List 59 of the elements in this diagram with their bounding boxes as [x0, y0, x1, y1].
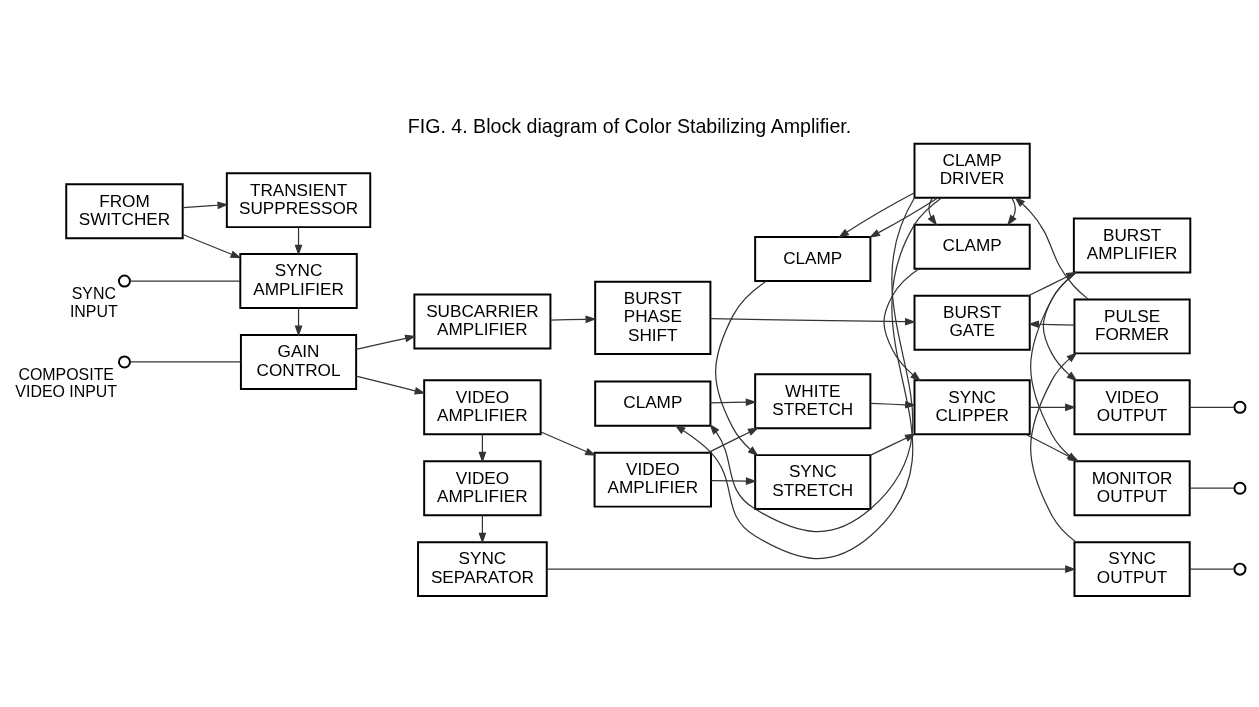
node-box: SYNC AMPLIFIER	[239, 252, 358, 309]
node-circle	[1233, 562, 1247, 576]
node-label: VIDEO INPUT	[15, 382, 118, 400]
node-box: SYNC CLIPPER	[913, 378, 1031, 435]
node-box: SYNC OUTPUT	[1073, 540, 1191, 597]
arrow	[355, 374, 426, 395]
node-box: CLAMP	[754, 235, 872, 282]
arrow	[1014, 196, 1089, 300]
node-box: BURST PHASE SHIFT	[594, 280, 712, 355]
arrow	[549, 314, 597, 323]
connector	[129, 360, 242, 363]
arrow	[1007, 196, 1017, 226]
node-circle	[117, 274, 131, 288]
arrow	[182, 200, 229, 209]
node-box: PULSE FORMER	[1073, 297, 1191, 354]
node-box: VIDEO OUTPUT	[1073, 378, 1191, 435]
node-box: SYNC STRETCH	[754, 453, 872, 510]
node-box: BURST AMPLIFIER	[1072, 217, 1192, 273]
connector	[1189, 568, 1235, 570]
arrow	[355, 334, 417, 350]
node-box: TRANSIENT SUPPRESSOR	[225, 171, 372, 228]
arrow	[927, 196, 938, 226]
arrow	[1029, 402, 1077, 411]
arrow	[715, 280, 767, 456]
arrow	[709, 397, 757, 406]
node-box: VIDEO AMPLIFIER	[423, 378, 542, 435]
connector	[1189, 406, 1235, 408]
node-box: SUBCARRIER AMPLIFIER	[413, 293, 552, 349]
node-box: CLAMP DRIVER	[913, 142, 1031, 199]
arrow	[182, 233, 242, 258]
node-label: COMPOSITE	[18, 365, 115, 383]
arrow	[710, 317, 917, 326]
arrow	[1027, 319, 1075, 328]
node-box: CLAMP	[913, 223, 1031, 270]
arrow	[710, 476, 757, 485]
node-circle	[1233, 400, 1247, 414]
arrow	[883, 267, 922, 381]
arrow	[674, 196, 943, 559]
node-box: VIDEO AMPLIFIER	[423, 459, 542, 516]
node-box: VIDEO AMPLIFIER	[593, 451, 712, 508]
arrow	[540, 430, 597, 456]
node-box: MONITOR OUTPUT	[1073, 459, 1191, 516]
arrow	[707, 426, 759, 453]
connector	[129, 279, 241, 282]
node-box: SYNC SEPARATOR	[417, 540, 548, 597]
node-box: BURST GATE	[913, 294, 1031, 351]
node-circle	[1233, 481, 1247, 495]
node-circle	[117, 354, 131, 368]
connector	[1189, 487, 1235, 489]
node-box: CLAMP	[594, 380, 712, 427]
arrow	[838, 191, 916, 238]
node-label: INPUT	[69, 301, 118, 319]
node-label: SYNC	[71, 284, 116, 302]
arrow	[546, 564, 1077, 573]
arrow	[869, 196, 939, 238]
diagram-title: FIG. 4. Block diagram of Color Stabilizing Amplifier.	[407, 114, 852, 136]
node-box: WHITE STRETCH	[754, 372, 872, 429]
node-box: GAIN CONTROL	[239, 333, 358, 390]
node-box: FROM SWITCHER	[65, 182, 184, 239]
